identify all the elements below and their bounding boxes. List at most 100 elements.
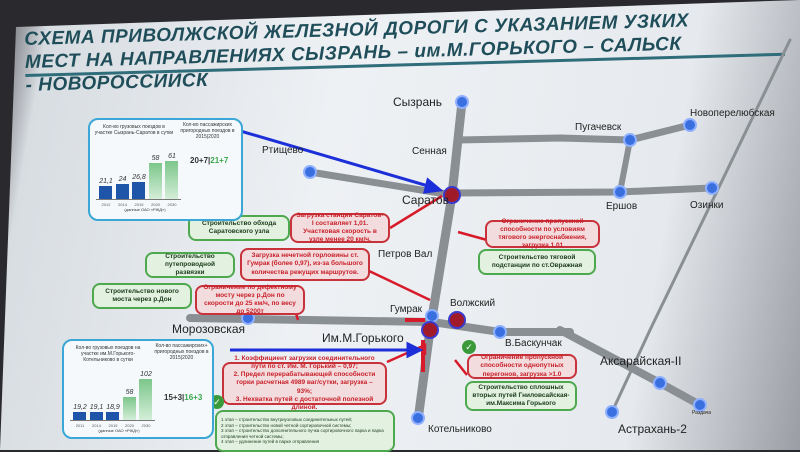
green-box-vtorye-puti: Строительство сплошных вторых путей Гнил…: [465, 381, 577, 411]
bar-value-label: 61: [168, 152, 176, 160]
passenger-title: Кол-во пассажирских+ пригородных поездов…: [154, 343, 209, 361]
red-box-energo: Ограничение пропускной способности по ус…: [485, 218, 600, 249]
station-node: [653, 376, 667, 390]
x-tick-label: 2015: [108, 423, 118, 428]
station-node: [303, 165, 317, 179]
bar-2011: [73, 412, 86, 420]
bar-2020: [148, 162, 162, 199]
bar-2014: [89, 412, 103, 420]
red-box-saratov: Загрузка станции Саратов-I составляет 1,…: [290, 212, 390, 243]
station-node: [705, 181, 719, 195]
passenger-count-2020: 21+7: [210, 156, 229, 165]
blue-arrows: [219, 123, 444, 359]
plot-area: 21,1 2012 24 2014 26,8 2015 58 2020 61 2030: [96, 148, 181, 207]
bar-2015: [106, 412, 119, 420]
station-node: [455, 95, 469, 109]
bottleneck-pointers: [290, 194, 488, 376]
station-baskunchak: В.Баскунчак: [505, 338, 562, 349]
station-node: [693, 398, 707, 412]
chart-title: Кол-во грузовых поездов на участке им.М.…: [75, 345, 141, 363]
x-axis-label: (данные ОАО «РЖД»): [98, 428, 140, 433]
green-box-most: Строительство нового моста через р.Дон: [92, 283, 192, 309]
railway-lines: [186, 38, 792, 425]
x-tick-label: 2020: [151, 202, 160, 207]
plot-area: 19,2 2011 19,1 2014 18,9 2015 58 2020 102 2030: [70, 369, 155, 428]
station-novoperelyubskaya: Новоперелюбская: [690, 108, 775, 119]
bar-2030: [139, 379, 152, 420]
green-box-podstanciya: Строительство тяговой подстанции по ст.О…: [478, 249, 596, 275]
bottleneck-station-node: [448, 311, 466, 329]
chart-box-gorkogo-kotelnikovo: Кол-во грузовых поездов на участке им.М.…: [62, 339, 214, 439]
x-tick-label: 2011: [75, 423, 85, 428]
station-rtishchevo: Ртищево: [262, 145, 304, 156]
station-ershov: Ершов: [606, 201, 638, 212]
station-node: [605, 405, 619, 419]
bottleneck-station-node: [443, 186, 461, 204]
bottleneck-station-node: [421, 321, 439, 339]
line-pugachevsk: [454, 121, 694, 144]
x-tick-label: 2030: [167, 202, 177, 207]
x-tick-label: 2030: [141, 423, 151, 428]
passenger-count: 20+7|21+7: [190, 156, 228, 165]
bar-value-label: 102: [140, 371, 152, 379]
line-astrakhan: [610, 38, 792, 414]
chart-title: Кол-во грузовых поездов в участке Сызран…: [94, 124, 174, 136]
x-tick-label: 2014: [118, 202, 127, 207]
station-node: [613, 185, 627, 199]
bar-2014: [115, 183, 129, 199]
bar-value-label: 21,1: [99, 177, 113, 185]
bar-value-label: 19,2: [73, 404, 87, 412]
red-box-odnoputnye: Ограничение пропускной способности одноп…: [467, 354, 577, 379]
x-tick-label: 2012: [101, 202, 111, 207]
station-node: [683, 118, 697, 132]
chart-box-syzran-saratov: Кол-во грузовых поездов в участке Сызран…: [88, 118, 243, 221]
line-ozinki: [448, 184, 716, 197]
station-saratov: Саратов: [402, 193, 449, 207]
line-main: [413, 97, 467, 425]
station-sennaya: Сенная: [412, 146, 447, 157]
passenger-title: Кол-во пассажирских пригородных поездов …: [180, 122, 235, 140]
red-box-gorkogo: 1. Коэффициент загрузки соединительного …: [222, 355, 387, 411]
passenger-count: 15+3|16+3: [164, 393, 202, 402]
line-morozovskaya: [186, 314, 434, 326]
bar-value-label: 58: [125, 388, 134, 396]
x-tick-label: 2015: [134, 202, 144, 207]
station-astrakhan: Астрахань-2: [618, 422, 687, 436]
bar-2015: [132, 182, 145, 199]
red-box-don: Ограничение по дефектному мосту через р.…: [195, 284, 305, 315]
passenger-count-2015: 20+7|: [190, 156, 211, 165]
green-box-etapy: 1 этап – строительство внутриузловых сое…: [215, 410, 395, 452]
green-box-razvyazka: Строительство путепроводной развязки: [145, 252, 235, 278]
station-node: [411, 411, 425, 425]
station-razdacha: Раздача: [692, 410, 712, 416]
line-ershov: [617, 137, 633, 195]
station-volzhsky: Волжский: [450, 298, 496, 309]
station-node: [425, 309, 439, 323]
check-icon: ✓: [462, 340, 476, 354]
bar-value-label: 18,9: [106, 404, 120, 412]
station-morozovskaya: Морозовская: [172, 322, 245, 336]
bar-value-label: 24: [118, 175, 127, 183]
station-ozinki: Озинки: [690, 200, 724, 211]
passenger-count-2020: 16+3: [184, 393, 203, 402]
bar-2020: [122, 396, 136, 420]
station-aksaraiskaya: Аксарайская-II: [600, 354, 682, 368]
bar-value-label: 19,1: [89, 404, 104, 412]
bar-2012: [99, 185, 112, 199]
bar-2030: [165, 160, 178, 199]
bar-value-label: 26,8: [132, 174, 146, 182]
passenger-count-2015: 15+3|: [164, 393, 185, 402]
red-box-gumrak: Загрузка нечетной горловины ст. Гумрак (…: [240, 248, 370, 281]
bar-value-label: 58: [151, 154, 160, 162]
x-tick-label: 2014: [92, 423, 101, 428]
x-tick-label: 2020: [125, 423, 134, 428]
x-axis-label: (данные ОАО «РЖД»): [124, 207, 166, 212]
station-petrov-val: Петров Вал: [378, 249, 433, 260]
station-node: [623, 133, 637, 147]
station-pugachevsk: Пугачевск: [575, 122, 622, 133]
station-kotelnikovo: Котельниково: [428, 424, 492, 435]
station-node: [493, 325, 507, 339]
station-gorkogo: Им.М.Горького: [322, 331, 404, 345]
station-gumrak: Гумрак: [390, 304, 423, 315]
